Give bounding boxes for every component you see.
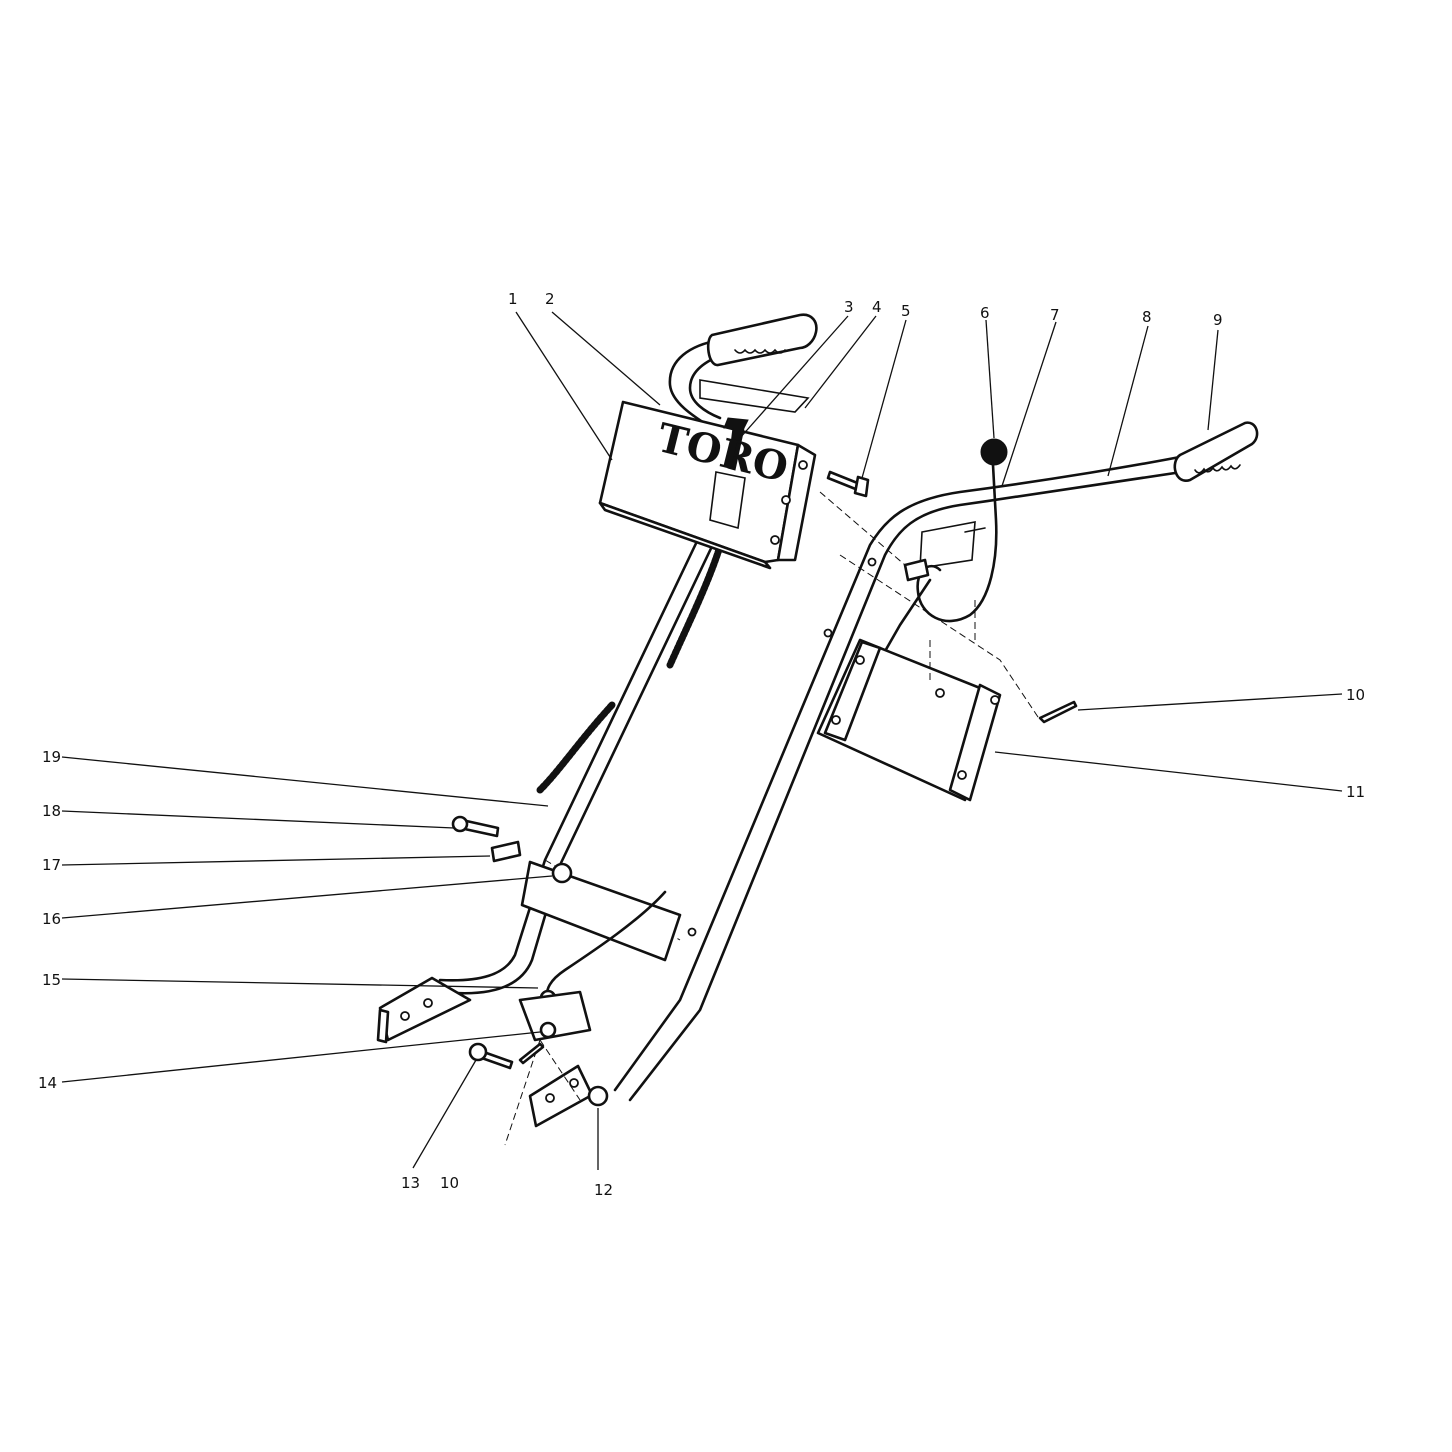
control-cable-lower (536, 701, 616, 794)
callout-labels: 1 2 3 4 5 6 7 8 9 10 11 19 18 17 16 15 1… (38, 290, 1365, 1199)
callout-6: 6 (980, 304, 990, 322)
callout-8: 8 (1142, 308, 1152, 326)
lever-bracket (903, 521, 986, 582)
nut-16 (551, 862, 573, 884)
callout-10-lower: 10 (440, 1174, 459, 1192)
callout-19: 19 (42, 748, 61, 766)
nut-12 (587, 1085, 609, 1107)
callout-7: 7 (1050, 306, 1060, 324)
assembly-lines (504, 491, 1041, 1146)
callout-9: 9 (1213, 311, 1223, 329)
control-cable (666, 536, 726, 669)
callout-13: 13 (401, 1174, 420, 1192)
lower-linkage (451, 815, 682, 1107)
callout-10-upper: 10 (1346, 686, 1365, 704)
bracket-14 (518, 990, 592, 1042)
callout-5: 5 (901, 302, 911, 320)
leader-lines (61, 311, 1343, 1170)
lever-knob (980, 438, 1008, 466)
right-handle (528, 453, 1197, 1128)
left-handle (376, 338, 732, 1044)
cotter-pin-lower (518, 1042, 545, 1065)
callout-12: 12 (594, 1181, 613, 1199)
rod-15 (545, 890, 667, 1000)
callout-3: 3 (844, 298, 854, 316)
decal-plate (699, 379, 810, 413)
shift-lever (878, 438, 1008, 662)
mount-bracket (816, 638, 1002, 802)
bolt-5 (826, 470, 870, 498)
handle-grip-left (706, 313, 818, 367)
callout-2: 2 (545, 290, 555, 308)
handle-grip-right (1173, 421, 1259, 482)
plate-17 (490, 840, 522, 863)
callout-1: 1 (508, 290, 518, 308)
callout-17: 17 (42, 856, 61, 874)
callout-11: 11 (1346, 783, 1365, 801)
callout-18: 18 (42, 802, 61, 820)
cotter-pin-upper (1038, 700, 1078, 724)
callout-14: 14 (38, 1074, 57, 1092)
callout-16: 16 (42, 910, 61, 928)
control-panel: TORO (598, 400, 817, 570)
callout-4: 4 (872, 298, 882, 316)
callout-15: 15 (42, 971, 61, 989)
